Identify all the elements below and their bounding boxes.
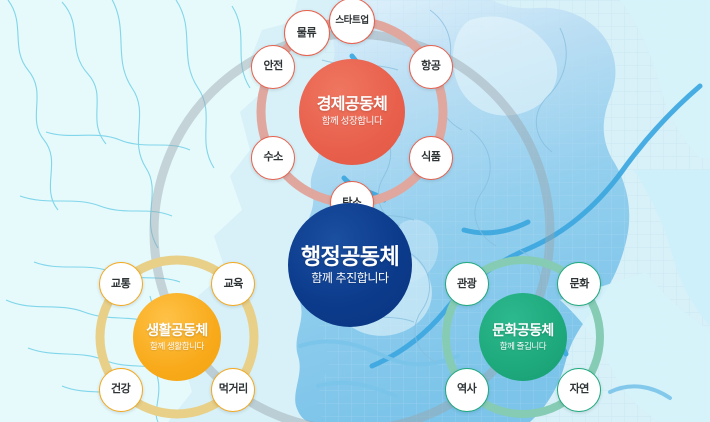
node-label: 관광: [456, 277, 477, 290]
hub-life-subtitle: 함께 생활합니다: [150, 340, 204, 351]
node-label: 식품: [421, 151, 441, 163]
node-cul-1[interactable]: 문화: [557, 262, 602, 307]
node-eco-2[interactable]: 식품: [408, 135, 453, 180]
node-life-2[interactable]: 먹거리: [211, 367, 256, 412]
hub-administrative-community[interactable]: 행정공동체 함께 추진합니다: [288, 203, 412, 327]
node-cul-2[interactable]: 자연: [557, 367, 602, 412]
orbit-life: [95, 255, 259, 419]
node-life-1[interactable]: 교육: [211, 262, 256, 307]
node-label: 교통: [110, 277, 131, 290]
node-label: 물류: [296, 26, 317, 39]
node-label: 문화: [569, 277, 590, 290]
node-eco-6[interactable]: 물류: [283, 10, 330, 57]
node-label: 자연: [569, 383, 590, 395]
node-label: 항공: [421, 60, 441, 72]
hub-admin-title: 행정공동체: [300, 244, 400, 270]
node-label: 건강: [110, 383, 131, 395]
node-label: 먹거리: [218, 383, 249, 395]
node-life-0[interactable]: 교통: [98, 262, 143, 307]
orbit-culture: [442, 256, 604, 418]
node-eco-5[interactable]: 안전: [251, 44, 296, 89]
node-eco-4[interactable]: 수소: [251, 135, 296, 180]
node-label: 안전: [263, 60, 283, 72]
node-cul-3[interactable]: 역사: [444, 367, 489, 412]
node-cul-0[interactable]: 관광: [444, 262, 489, 307]
hub-admin-subtitle: 함께 추진합니다: [311, 271, 389, 286]
hub-life-title: 생활공동체: [146, 322, 208, 339]
node-eco-0[interactable]: 스타트업: [329, 0, 375, 44]
hub-eco-title: 경제공동체: [316, 95, 388, 113]
node-label: 교육: [223, 277, 244, 290]
hub-cul-title: 문화공동체: [492, 322, 554, 339]
hub-cul-subtitle: 함께 즐깁니다: [499, 340, 547, 351]
node-label: 탄소: [342, 197, 362, 209]
far-landmass: [0, 0, 298, 422]
node-life-3[interactable]: 건강: [98, 367, 143, 412]
node-eco-1[interactable]: 항공: [408, 44, 453, 89]
hub-eco-subtitle: 함께 성장합니다: [321, 116, 383, 128]
node-label: 수소: [263, 151, 283, 163]
node-label: 스타트업: [335, 15, 369, 27]
node-label: 역사: [456, 383, 477, 395]
